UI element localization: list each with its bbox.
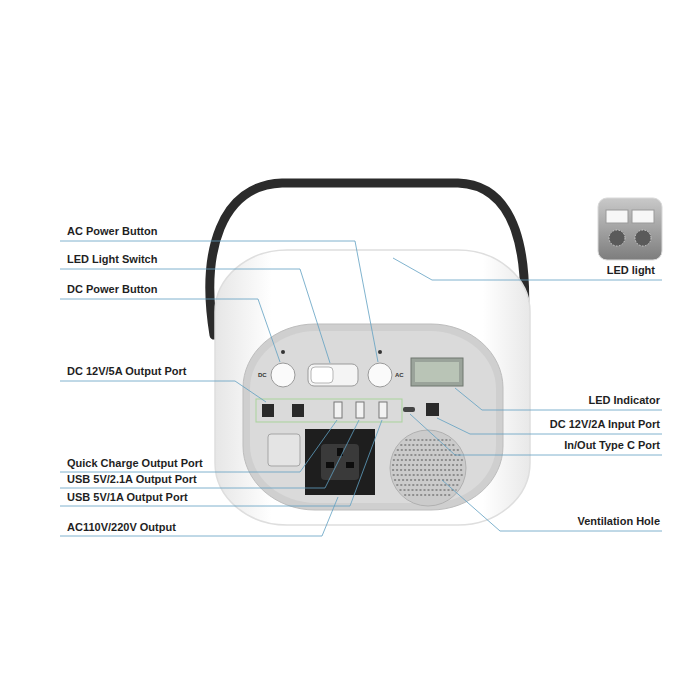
callout-label: USB 5V/2.1A Output Port bbox=[67, 473, 197, 486]
leader-lines bbox=[60, 241, 662, 536]
type-c-port bbox=[403, 407, 415, 412]
callout-label: LED light bbox=[607, 264, 655, 277]
callout-label: Ventilation Hole bbox=[577, 515, 660, 528]
panel-marking: AC bbox=[395, 372, 404, 379]
usb-port bbox=[379, 402, 387, 418]
callout-label: Quick Charge Output Port bbox=[67, 457, 203, 470]
callout-label: DC 12V/5A Output Port bbox=[67, 365, 186, 378]
panel-rim bbox=[243, 324, 503, 510]
ac-outlet bbox=[305, 429, 375, 495]
led-panel bbox=[606, 210, 628, 223]
device-body bbox=[215, 250, 530, 525]
socket-face bbox=[321, 444, 359, 480]
callout-label: USB 5V/1A Output Port bbox=[67, 491, 188, 504]
led-light-switch bbox=[308, 364, 358, 386]
dc-output-port bbox=[262, 404, 274, 417]
vent-holes bbox=[392, 440, 464, 495]
ventilation-grille bbox=[390, 430, 466, 506]
callout-label: AC110V/220V Output bbox=[67, 521, 176, 534]
socket-hole bbox=[326, 462, 334, 468]
panel-marking: DC bbox=[258, 372, 267, 379]
port-strip bbox=[256, 399, 402, 422]
socket-hole bbox=[346, 462, 354, 468]
callout-label: DC 12V/2A Input Port bbox=[550, 418, 660, 431]
square-button bbox=[268, 434, 300, 466]
button-dot bbox=[378, 350, 382, 354]
dc-output-port bbox=[292, 404, 304, 417]
socket-hole bbox=[337, 448, 343, 456]
dc-input-port bbox=[426, 403, 439, 416]
ac-power-button bbox=[368, 363, 392, 387]
led-light-inset bbox=[598, 198, 662, 260]
usb-port bbox=[334, 402, 342, 418]
usb-port bbox=[356, 402, 364, 418]
lcd-glass bbox=[415, 362, 459, 382]
callout-label: LED Light Switch bbox=[67, 253, 157, 266]
inset-grille bbox=[635, 230, 651, 246]
callout-label: LED Indicator bbox=[588, 394, 660, 407]
callout-label: DC Power Button bbox=[67, 283, 157, 296]
inset-grille bbox=[609, 230, 625, 246]
led-panel bbox=[632, 210, 654, 223]
callout-label: AC Power Button bbox=[67, 225, 157, 238]
dc-power-button bbox=[271, 363, 295, 387]
button-dot bbox=[281, 350, 285, 354]
led-indicator-screen bbox=[411, 358, 463, 386]
callout-label: In/Out Type C Port bbox=[564, 439, 660, 452]
switch-rocker bbox=[311, 367, 333, 383]
